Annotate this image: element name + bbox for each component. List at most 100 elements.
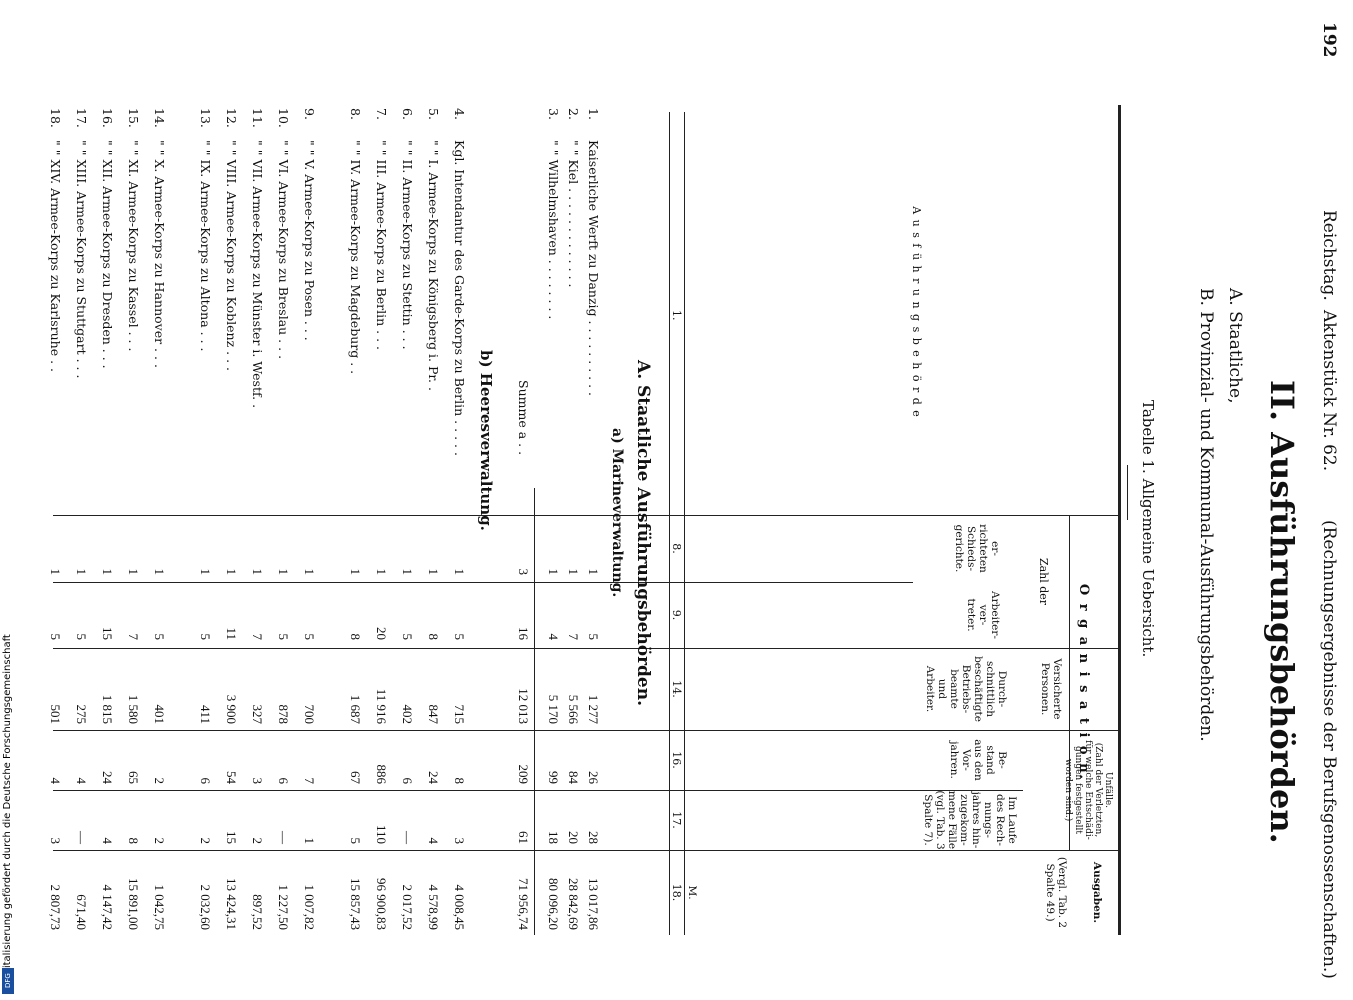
row-c9: 11	[224, 627, 239, 640]
table-row: 11." " VII. Armee-Korps zu Münster i. We…	[239, 108, 265, 935]
row-c9: 7	[126, 633, 141, 641]
sub-a-title: a) Marineverwaltung.	[609, 428, 625, 598]
row-c18: 897,52	[250, 894, 265, 930]
row-c8: 1	[198, 568, 213, 576]
row-nr: 1.	[586, 108, 601, 120]
row-c16: 7	[302, 777, 317, 785]
row-c17: —	[74, 831, 89, 844]
summe-row: Summe a . . 3 16 12 013 209 61 71 956,74	[511, 112, 531, 935]
row-c18: 1 007,82	[302, 884, 317, 931]
row-c16: 99	[546, 771, 561, 784]
row-c17: 20	[566, 831, 581, 844]
unfaelle-header: Unfälle. (Zahl der Verletzten, für welch…	[1063, 740, 1113, 840]
row-c9: 8	[426, 633, 441, 641]
row-c16: 54	[224, 771, 239, 784]
table-row: 1. Kaiserliche Werft zu Danzig . . . . .…	[581, 108, 601, 935]
marine-rows: 1. Kaiserliche Werft zu Danzig . . . . .…	[541, 108, 601, 935]
row-nr: 11.	[250, 108, 265, 128]
row-c17: 2	[198, 837, 213, 845]
row-name: " " XII. Armee-Korps zu Dresden . . .	[100, 140, 115, 369]
row-c18: 15 891,00	[126, 878, 141, 930]
row-c16: 3	[250, 777, 265, 785]
row-c14: 847	[426, 704, 441, 725]
row-c17: —	[400, 831, 415, 844]
row-name: Kaiserliche Werft zu Danzig . . . . . . …	[586, 140, 601, 397]
row-name: " " XIII. Armee-Korps zu Stuttgart . . .	[74, 140, 89, 379]
row-c18: 13 017,86	[586, 878, 601, 930]
section-A-title: A. Staatliche Ausführungsbehörden.	[633, 360, 653, 707]
row-c14: 3 900	[224, 694, 239, 724]
row-c8: 1	[152, 568, 167, 576]
section-b-title: B. Provinzial- und Kommunal-Ausführungsb…	[1196, 288, 1216, 742]
col-1-header: A u s f ü h r u n g s b e h ö r d e	[910, 206, 923, 418]
ausgaben-header: Ausgaben.	[1091, 861, 1103, 924]
row-c17: 110	[374, 824, 389, 844]
row-c17: 2	[250, 837, 265, 845]
row-c16: 2	[152, 777, 167, 785]
row-c8: 1	[100, 568, 115, 576]
row-c8: 1	[74, 568, 89, 576]
row-c16: 4	[74, 777, 89, 785]
row-c18: 13 424,31	[224, 878, 239, 930]
row-c8: 1	[374, 568, 389, 576]
row-c8: 1	[348, 568, 363, 576]
row-c18: 2 017,52	[400, 884, 415, 931]
row-name: " " XI. Armee-Korps zu Kassel . . .	[126, 140, 141, 352]
row-nr: 5.	[426, 108, 441, 120]
row-nr: 17.	[74, 108, 89, 128]
row-nr: 13.	[198, 108, 213, 128]
footer: Digitalisierung gefördert durch die Deut…	[2, 0, 16, 1000]
page-number: 192	[1319, 22, 1339, 58]
col-14-header: Durch- schnittlich beschäftigte Betriebs…	[924, 656, 1008, 722]
row-c16: 8	[452, 777, 467, 785]
row-name: " " VI. Armee-Korps zu Breslau . . .	[276, 140, 291, 360]
table-row: 4.Kgl. Intendantur des Garde-Korps zu Be…	[441, 108, 467, 935]
header-bottom-rule	[684, 112, 685, 935]
row-c8: 1	[302, 568, 317, 576]
summe-c16: 209	[516, 764, 531, 785]
row-c8: 1	[566, 568, 581, 576]
row-c18: 1 042,75	[152, 884, 167, 931]
row-c8: 1	[48, 568, 63, 576]
row-c16: 6	[276, 777, 291, 785]
row-c14: 1 687	[348, 694, 363, 724]
row-c18: 2 032,60	[198, 884, 213, 931]
row-name: " " VIII. Armee-Korps zu Koblenz . . .	[224, 140, 239, 372]
row-c9: 4	[546, 633, 561, 641]
row-nr: 8.	[348, 108, 363, 120]
row-name: Kgl. Intendantur des Garde-Korps zu Berl…	[452, 140, 467, 456]
col-9-header: Arbeiter- ver- treter.	[965, 591, 1001, 639]
row-c16: 24	[100, 771, 115, 784]
col-1-number: 1.	[670, 310, 683, 321]
row-c14: 878	[276, 704, 291, 725]
row-c9: 15	[100, 627, 115, 640]
table-row: 10." " VI. Armee-Korps zu Breslau . . .1…	[265, 108, 291, 935]
col-16-header: Be- stand aus den Vor- jahren.	[948, 739, 1008, 781]
row-c18: 4 147,42	[100, 884, 115, 931]
table-top-rule	[1118, 105, 1121, 935]
row-c18: 28 842,69	[566, 878, 581, 930]
row-c14: 1 815	[100, 694, 115, 724]
table-row: 2. " " Kiel . . . . . . . . . . . . . 1 …	[561, 108, 581, 935]
row-nr: 12.	[224, 108, 239, 128]
table-row: 5." " I. Armee-Korps zu Königsberg i. Pr…	[415, 108, 441, 935]
row-c8: 1	[400, 568, 415, 576]
row-name: " " II. Armee-Korps zu Stettin . . .	[400, 140, 415, 350]
row-c14: 327	[250, 704, 265, 725]
table-row: 3. " " Wilhelmshaven . . . . . . . . 1 4…	[541, 108, 561, 935]
row-c16: 67	[348, 771, 363, 784]
col-17-number: 17.	[670, 811, 683, 829]
row-nr: 14.	[152, 108, 167, 128]
row-c9: 5	[586, 633, 601, 641]
row-nr: 7.	[374, 108, 389, 120]
col-14-number: 14.	[670, 680, 683, 698]
versicherte-header: Versicherte Personen.	[1039, 658, 1063, 720]
row-c16: 65	[126, 771, 141, 784]
dfg-logo: DFG	[2, 968, 14, 994]
sub-b-title: b) Heeresverwaltung.	[477, 350, 495, 531]
row-c18: 80 096,20	[546, 878, 561, 930]
row-c8: 1	[452, 568, 467, 576]
row-c9: 7	[250, 633, 265, 641]
